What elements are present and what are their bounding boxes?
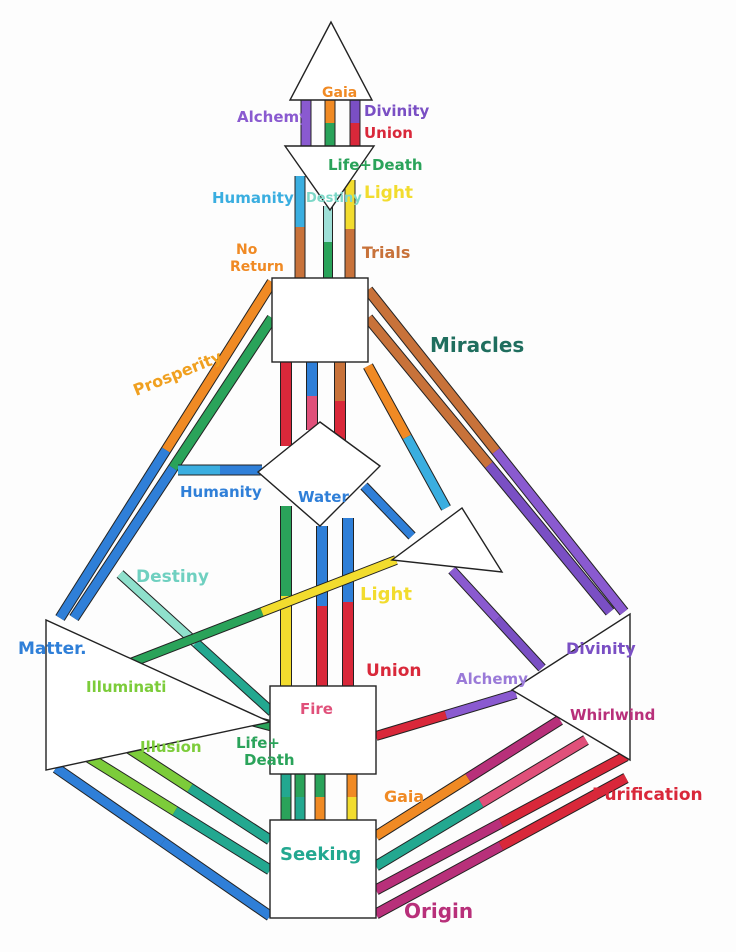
channel-heart-sp-half-a <box>449 567 500 622</box>
label-destiny-top: Destiny <box>306 191 362 206</box>
channel-miracles-half-b <box>492 448 628 615</box>
spleen-center-triangle <box>45 618 273 771</box>
channel-g-heart-half-a <box>361 483 391 514</box>
channel-destiny-mid-half-b <box>193 640 275 715</box>
channel-throat-heart-half-b <box>403 434 450 511</box>
channel-matter-root-half-a <box>53 764 166 846</box>
channel-origin-half-a <box>373 842 504 918</box>
label-matter: Matter. <box>18 639 87 659</box>
channels <box>52 100 629 921</box>
throat-center-square <box>271 277 369 363</box>
heart-center-triangle <box>390 506 504 573</box>
channel-illusion-2-half-b <box>172 807 273 874</box>
channel-light-mid-half-b <box>260 556 398 616</box>
label-life-death-low: Life+Death <box>236 734 295 769</box>
channel-destiny-mid-half-a <box>117 571 199 646</box>
label-union-mid: Union <box>366 661 422 681</box>
channel-prosperity-2-half-b <box>70 465 177 621</box>
label-miracles: Miracles <box>430 333 524 357</box>
label-water-center: Water <box>298 488 349 506</box>
label-gaia-low: Gaia <box>384 787 424 806</box>
label-illuminati: Illuminati <box>86 678 166 696</box>
label-divinity-right: Divinity <box>566 639 636 658</box>
channel-light-mid-half-a <box>126 608 264 668</box>
channel-miracles-2-half-b <box>485 462 614 615</box>
label-alchemy-mid: Alchemy <box>456 670 528 688</box>
label-fire-center: Fire <box>300 700 333 718</box>
channel-g-heart-half-b <box>385 508 415 539</box>
label-destiny-mid: Destiny <box>136 567 209 587</box>
label-humanity-mid: Humanity <box>180 483 262 501</box>
label-divinity-top: Divinity <box>364 102 430 120</box>
label-gaia-center: Gaia <box>322 85 357 101</box>
channel-whirlwind-half-b <box>465 716 563 782</box>
head-center-triangle <box>288 20 374 101</box>
channel-gaia-low-half-a <box>373 799 484 870</box>
label-light-top: Light <box>364 183 413 203</box>
label-trials: Trials <box>362 243 410 262</box>
label-illusion: Illusion <box>140 738 202 756</box>
label-origin: Origin <box>404 899 473 923</box>
label-alchemy-top: Alchemy <box>237 108 309 126</box>
channel-miracles-2-half-a <box>364 315 493 468</box>
channel-heart-sp-half-b <box>494 616 545 671</box>
solar-plexus-center-triangle <box>510 612 631 762</box>
sacral-center-square <box>269 685 377 775</box>
channel-purification-half-a <box>373 819 504 894</box>
channel-origin-half-b <box>498 774 629 850</box>
channel-illusion-2-half-a <box>77 748 178 815</box>
channel-purification-half-b <box>498 752 629 827</box>
channel-gaia-low-half-b <box>478 736 589 807</box>
channel-matter-root-half-b <box>160 838 273 920</box>
channel-prosperity-half-b <box>56 447 170 621</box>
label-purification: Purification <box>592 785 703 805</box>
ajna-center-triangle <box>283 145 376 212</box>
label-life-death-top: Life+Death <box>328 156 423 174</box>
label-union-top: Union <box>364 124 413 142</box>
channel-whirlwind-half-a <box>373 774 471 840</box>
label-humanity-top: Humanity <box>212 189 294 207</box>
label-seeking-center: Seeking <box>280 844 361 865</box>
channel-alchemy-mid-half-b <box>444 690 518 719</box>
label-light-mid: Light <box>360 584 412 605</box>
root-center-square <box>269 819 377 919</box>
channel-prosperity-2-half-a <box>169 315 276 471</box>
channel-miracles-half-a <box>364 287 500 454</box>
channel-alchemy-mid-half-a <box>374 711 448 740</box>
label-whirlwind: Whirlwind <box>570 706 655 724</box>
channel-illusion-half-b <box>187 784 273 844</box>
channel-prosperity-half-a <box>162 279 276 453</box>
g-center-diamond <box>256 421 382 527</box>
channel-throat-heart-half-a <box>364 363 411 440</box>
